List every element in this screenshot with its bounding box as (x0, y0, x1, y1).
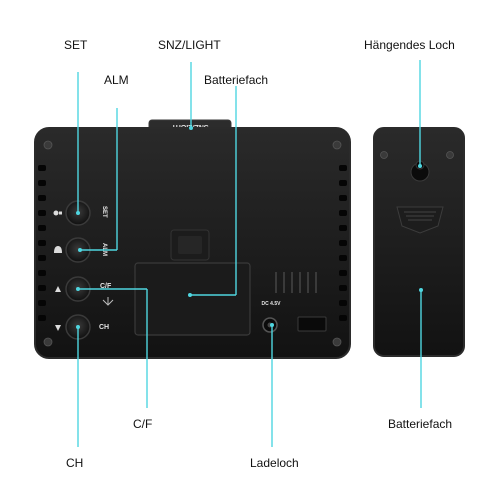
ch-button-marking: CH (99, 324, 109, 331)
left-ridges (38, 165, 46, 321)
bell-icon (54, 246, 62, 253)
set-button-marking: SET (101, 206, 107, 218)
hanging-hole-icon (410, 160, 430, 182)
screw-icon (446, 151, 454, 159)
right-ridges (339, 165, 347, 321)
vent-slots (275, 272, 317, 293)
side-battery-cover (373, 127, 465, 357)
antenna-icon (102, 297, 114, 306)
light-icon (53, 210, 62, 216)
callout-ladeloch: Ladeloch (250, 456, 299, 470)
cf-button-marking: C/F (100, 283, 112, 290)
callout-set: SET (64, 38, 88, 52)
callout-batteriefach-side: Batteriefach (388, 417, 453, 431)
callout-ch: CH (66, 456, 84, 470)
screw-icon (380, 151, 388, 159)
battery-cover (134, 262, 251, 336)
snz-light-marking: SNZ/LIGHT (171, 123, 209, 130)
screw-icon (43, 140, 342, 347)
callout-batteriefach-main: Batteriefach (204, 73, 269, 87)
callout-alm: ALM (104, 73, 129, 87)
down-arrow-icon (55, 325, 61, 331)
up-arrow-icon (55, 286, 61, 292)
callout-dots (76, 126, 423, 329)
callout-haengendes-loch: Hängendes Loch (364, 38, 455, 52)
dc-label: DC 4.5V (262, 301, 282, 307)
main-device-back: SNZ/LIGHT (34, 119, 351, 359)
callout-lines (77, 60, 422, 447)
stand (170, 229, 210, 261)
sensor-block (297, 316, 327, 332)
callout-snz-light: SNZ/LIGHT (158, 38, 221, 52)
callout-cf: C/F (133, 417, 153, 431)
